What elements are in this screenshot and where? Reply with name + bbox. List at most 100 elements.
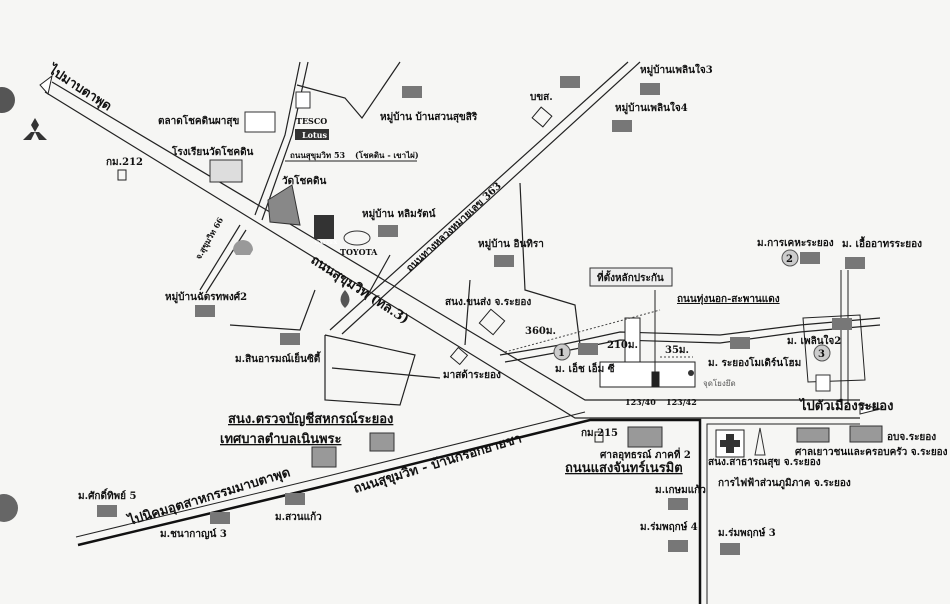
shell-logo-icon	[233, 240, 253, 255]
label-appeal-court: ศาลอุทธรณ์ ภาคที่ 2	[600, 447, 691, 461]
label-audit-office: สนง.ตรวจบัญชีสหกรณ์ระยอง	[228, 411, 393, 427]
power-tower-icon	[754, 427, 766, 456]
label-thung-nok: ถนนทุ่งนอก-สะพานแดง	[677, 293, 780, 305]
transport-office-building	[478, 308, 506, 336]
distance-line-360	[504, 309, 661, 353]
label-phloen-jai2: ม. เพลินใจ2	[787, 334, 841, 347]
hospital-icon	[715, 429, 745, 458]
court-building-icon	[627, 426, 663, 448]
binder-hole	[0, 87, 15, 113]
label-modern-home: ม. ระยองโมเดิร์นโฮม	[708, 356, 801, 369]
label-chattaphong2: หมู่บ้านฉัตรทพงศ์2	[165, 291, 247, 304]
svg-text:3: 3	[818, 349, 825, 360]
svg-text:2: 2	[786, 254, 793, 265]
label-tesco: TESCO	[296, 116, 327, 126]
label-210m: 210ม.	[607, 340, 638, 351]
house-icon	[800, 252, 820, 264]
side-roads	[199, 61, 881, 406]
label-rom-phruek4: ม.ร่มพฤกษ์ 4	[640, 521, 698, 533]
label-plot-123-42: 123/42	[666, 397, 697, 407]
label-suan-suksiri: หมู่บ้าน บ้านสวนสุขสิริ	[380, 111, 478, 124]
label-saeng-chan: ถนนแสงจันทร์เนรมิต	[565, 460, 683, 476]
label-kasem-kaeo: ม.เกษมแก้ว	[655, 484, 706, 496]
label-khanakan3: ม.ชนากาญน์ 3	[160, 528, 227, 540]
mazda-building	[449, 346, 469, 366]
office-building-icon	[311, 446, 337, 468]
mitsubishi-logo-icon	[23, 118, 47, 140]
office-building-icon	[849, 425, 883, 443]
label-sukhumvit: ถนนสุขุมวิท (ทล.3)	[308, 253, 412, 328]
collateral-buildings	[599, 290, 696, 388]
label-pea: การไฟฟ้าส่วนภูมิภาค จ.ระยอง	[718, 476, 851, 490]
label-kheha: ม.การเคหะระยอง	[757, 238, 834, 249]
label-health-office: สนง.สาธารณสุข จ.ระยอง	[708, 457, 821, 468]
label-phloen-jai3: หมู่บ้านเพลินใจ3	[640, 63, 713, 77]
house-icon	[402, 86, 422, 98]
seven-eleven-icon	[295, 91, 311, 109]
market-icon	[244, 111, 276, 133]
svg-text:1: 1	[558, 348, 565, 359]
label-inthira: หมู่บ้าน อินทิรา	[478, 238, 544, 251]
marker-3: 3	[813, 344, 831, 362]
label-lotus: Lotus	[302, 130, 327, 140]
label-anchor-point: จุดโยงยึด	[703, 378, 736, 388]
km-post-icon	[117, 169, 127, 181]
house-icon	[832, 318, 852, 330]
label-mazda: มาสด้าระยอง	[443, 369, 501, 381]
house-icon	[378, 225, 398, 237]
house-icon	[494, 255, 514, 267]
direction-map-ta-phut: ไปมาบตาพุด	[44, 60, 115, 114]
label-school: โรงเรียนวัดโชคดิน	[171, 145, 254, 158]
house-icon	[578, 343, 598, 355]
house-icon	[280, 333, 300, 345]
binder-hole	[0, 494, 18, 522]
house-icon	[720, 543, 740, 555]
house-icon	[210, 512, 230, 524]
label-35m: 35ม.	[665, 345, 689, 356]
marker-1: 1	[553, 343, 571, 361]
school-icon	[209, 159, 243, 183]
label-phloen-jai4: หมู่บ้านเพลินใจ4	[615, 101, 688, 115]
label-juvenile-court: ศาลเยาวชนและครอบครัว จ.ระยอง	[795, 446, 948, 458]
road-highway-363	[329, 61, 641, 335]
collateral-label: ที่ตั้งหลักประกัน	[597, 270, 664, 284]
house-icon	[195, 305, 215, 317]
label-sukhumvit-53: ถนนสุขุมวิท 53	[290, 150, 346, 161]
label-toyota: TOYOTA	[340, 247, 378, 257]
label-caltex: CALTEX	[315, 240, 337, 246]
toyota-logo-icon	[343, 230, 371, 246]
road-sukhumvit	[39, 74, 881, 419]
house-icon	[285, 493, 305, 505]
label-bus-terminal: บขส.	[530, 92, 553, 103]
caltex-icon	[314, 215, 334, 239]
house-icon	[668, 540, 688, 552]
label-km215: กม.215	[581, 428, 618, 439]
house-icon	[668, 498, 688, 510]
label-highway-363: ถนนทางหลวงหมายเลข 363	[405, 181, 504, 275]
label-suan-kaeo: ม.สวนแก้ว	[275, 511, 322, 523]
collateral-label-box	[589, 267, 673, 287]
label-sukhumvit-53-note: (โชคดิน - เขาไผ่)	[355, 150, 419, 160]
house-icon	[560, 76, 580, 88]
label-ua-athon: ม. เอื้ออาทรระยอง	[842, 236, 922, 250]
road-krok-yai-cha	[75, 411, 860, 604]
label-hmc: ม. เอ็ช เอ็ม ซี	[555, 361, 615, 375]
label-sakthip5: ม.ศักดิ์ทิพย์ 5	[78, 488, 136, 502]
temple-icon	[267, 184, 301, 226]
anchor-point-icon	[688, 370, 694, 376]
label-rom-phruek3: ม.ร่มพฤกษ์ 3	[718, 527, 776, 539]
seven-eleven-icon	[815, 374, 831, 392]
label-km212: กม.212	[106, 157, 143, 168]
office-building-icon	[369, 432, 395, 452]
label-noen-phra: เทศบาลตำบลเนินพระ	[220, 431, 342, 447]
house-icon	[97, 505, 117, 517]
label-360m: 360ม.	[525, 326, 556, 337]
label-transport-office: สนง.ขนส่ง จ.ระยอง	[445, 296, 531, 308]
marker-2: 2	[781, 249, 799, 267]
label-sin-arom: ม.สินอารมณ์เย็นซิตี้	[235, 351, 321, 365]
label-market: ตลาดโชคดินผาสุข	[158, 114, 239, 127]
direction-industrial-estate: ไปนิคมอุตสาหกรรมมาบตาพุด	[124, 463, 292, 529]
km-post-icon	[594, 431, 604, 443]
bus-terminal-building	[531, 106, 553, 128]
